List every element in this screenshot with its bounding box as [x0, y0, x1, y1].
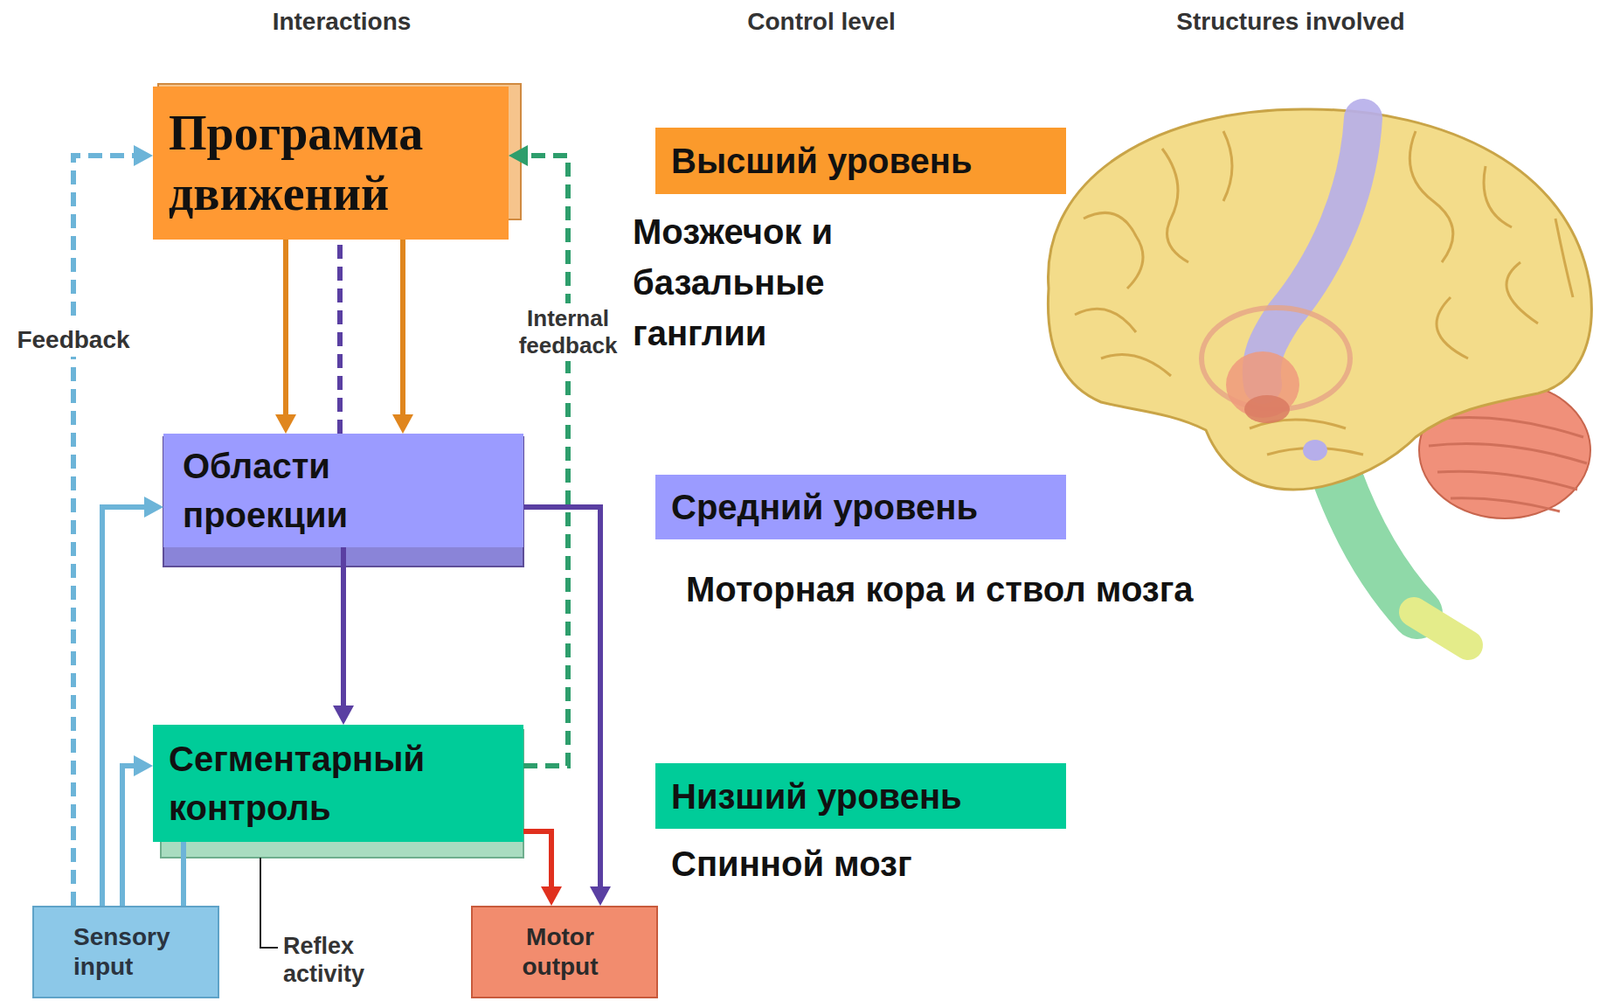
connector — [332, 547, 354, 725]
column-header: Structures involved — [1115, 6, 1466, 37]
level-band: Низший уровень — [655, 762, 1067, 829]
brainstem-nucleus — [1302, 439, 1328, 461]
basal-ganglia — [1244, 394, 1290, 423]
structure-label: Спинной мозг — [671, 840, 1039, 887]
connector-line — [340, 547, 347, 709]
node-text: Высший уровень — [671, 139, 1056, 182]
arrow-head — [392, 414, 414, 434]
level-box: Области проекции — [163, 433, 524, 548]
connector-line — [180, 841, 187, 906]
connector — [73, 145, 153, 906]
connector — [102, 496, 164, 906]
edge-label: Internal feedback — [510, 303, 626, 361]
leader-line — [260, 857, 278, 948]
node-text: Программа движений — [168, 103, 501, 223]
column-header: Interactions — [166, 6, 517, 37]
arrow-head — [133, 754, 153, 776]
node-text: Средний уровень — [671, 485, 1056, 528]
brain-illustration — [1047, 109, 1592, 645]
arrow-head — [589, 886, 611, 906]
connector — [183, 841, 185, 906]
node-text: Sensory input — [73, 921, 196, 981]
edge-label: Feedback — [13, 323, 133, 357]
arrow-head — [144, 496, 164, 518]
structure-label: Моторная кора и ствол мозга — [685, 563, 1211, 615]
annotation: Reflex activity — [283, 931, 397, 989]
connector-line — [283, 239, 289, 418]
arrow-head — [540, 886, 562, 906]
output-box: Motor output — [470, 905, 659, 998]
brainstem — [1336, 476, 1418, 614]
connector — [339, 239, 341, 434]
connector — [275, 239, 297, 434]
node-text: Области проекции — [182, 441, 445, 540]
node-text: Сегментарный контроль — [168, 734, 510, 832]
connector-line — [122, 765, 138, 906]
arrow-head — [275, 414, 297, 434]
level-band: Высший уровень — [655, 127, 1067, 194]
connector-line — [523, 831, 552, 890]
cerebrum — [1047, 109, 1592, 490]
connector-line — [337, 239, 343, 434]
node-text: Низший уровень — [671, 775, 1056, 818]
spinal-cord — [1413, 611, 1469, 645]
connector-line — [400, 239, 406, 418]
connector-line — [73, 155, 138, 906]
arrow-head — [133, 145, 153, 167]
structure-label: Мозжечок и базальные ганглии — [632, 206, 922, 359]
arrow-head — [508, 145, 528, 167]
arrow-head — [332, 705, 354, 725]
connector — [122, 754, 153, 906]
connector — [392, 239, 414, 434]
column-header: Control level — [646, 6, 997, 37]
level-band: Средний уровень — [655, 474, 1067, 540]
program-box: Программа движений — [152, 86, 509, 240]
connector-line — [102, 506, 148, 906]
cerebellum-folia — [1428, 417, 1587, 513]
connector — [523, 831, 562, 906]
connector-line — [523, 506, 601, 890]
connector-line — [523, 155, 568, 766]
input-box: Sensory input — [32, 905, 220, 998]
level-box: Сегментарный контроль — [152, 724, 524, 842]
node-text: Motor output — [498, 921, 622, 981]
